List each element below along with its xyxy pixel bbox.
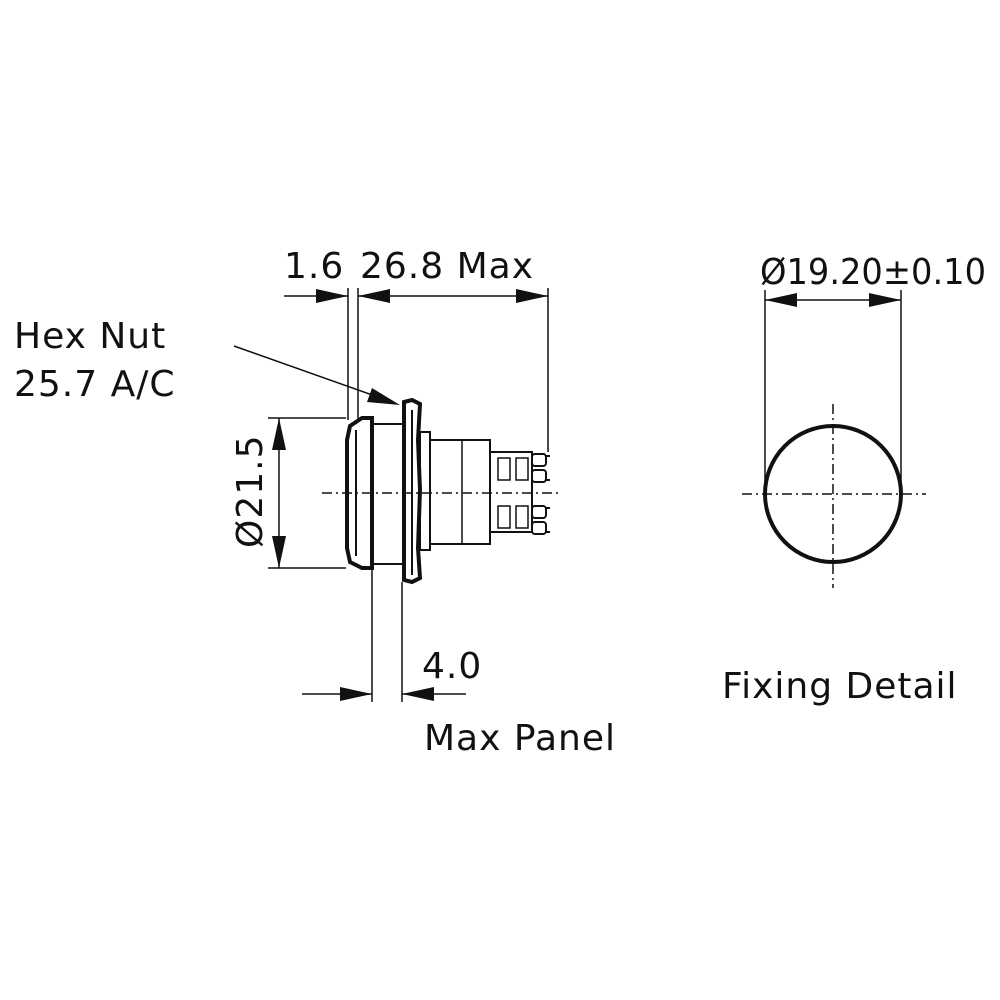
arrow-diameter-top	[272, 418, 286, 450]
dim-panel	[302, 568, 466, 702]
threaded-body	[371, 423, 405, 565]
dim-thickness-label: 1.6	[284, 246, 344, 287]
arrow-hole-right	[869, 293, 901, 307]
dim-panel-value: 4.0	[422, 646, 482, 687]
dim-length	[284, 288, 549, 452]
terminal-block	[489, 451, 533, 533]
arrow-length-left	[358, 289, 390, 303]
terminal-slot-1	[497, 457, 511, 481]
dim-length-label: 26.8 Max	[360, 246, 534, 287]
rear-body	[429, 439, 491, 545]
dim-diameter-label: Ø21.5	[230, 435, 271, 549]
fixing-detail-caption: Fixing Detail	[722, 666, 958, 707]
arrow-panel-left	[340, 687, 372, 701]
arrow-panel-right	[402, 687, 434, 701]
dim-diameter	[268, 417, 346, 569]
side-view	[322, 397, 560, 585]
arrow-hole-left	[765, 293, 797, 307]
hex-nut-label: Hex Nut	[14, 316, 166, 357]
fixing-detail	[742, 290, 926, 588]
dim-hole-label: Ø19.20±0.10	[760, 252, 986, 293]
terminal-slot-4	[515, 505, 529, 529]
arrow-thickness	[316, 289, 348, 303]
hex-nut-size-label: 25.7 A/C	[14, 364, 176, 405]
dim-panel-caption: Max Panel	[424, 718, 616, 759]
terminal-slot-2	[515, 457, 529, 481]
hex-nut-leader	[233, 345, 400, 405]
arrow-length-right	[516, 289, 548, 303]
terminal-lugs	[531, 453, 550, 535]
terminal-slot-3	[497, 505, 511, 529]
arrow-diameter-bottom	[272, 536, 286, 568]
